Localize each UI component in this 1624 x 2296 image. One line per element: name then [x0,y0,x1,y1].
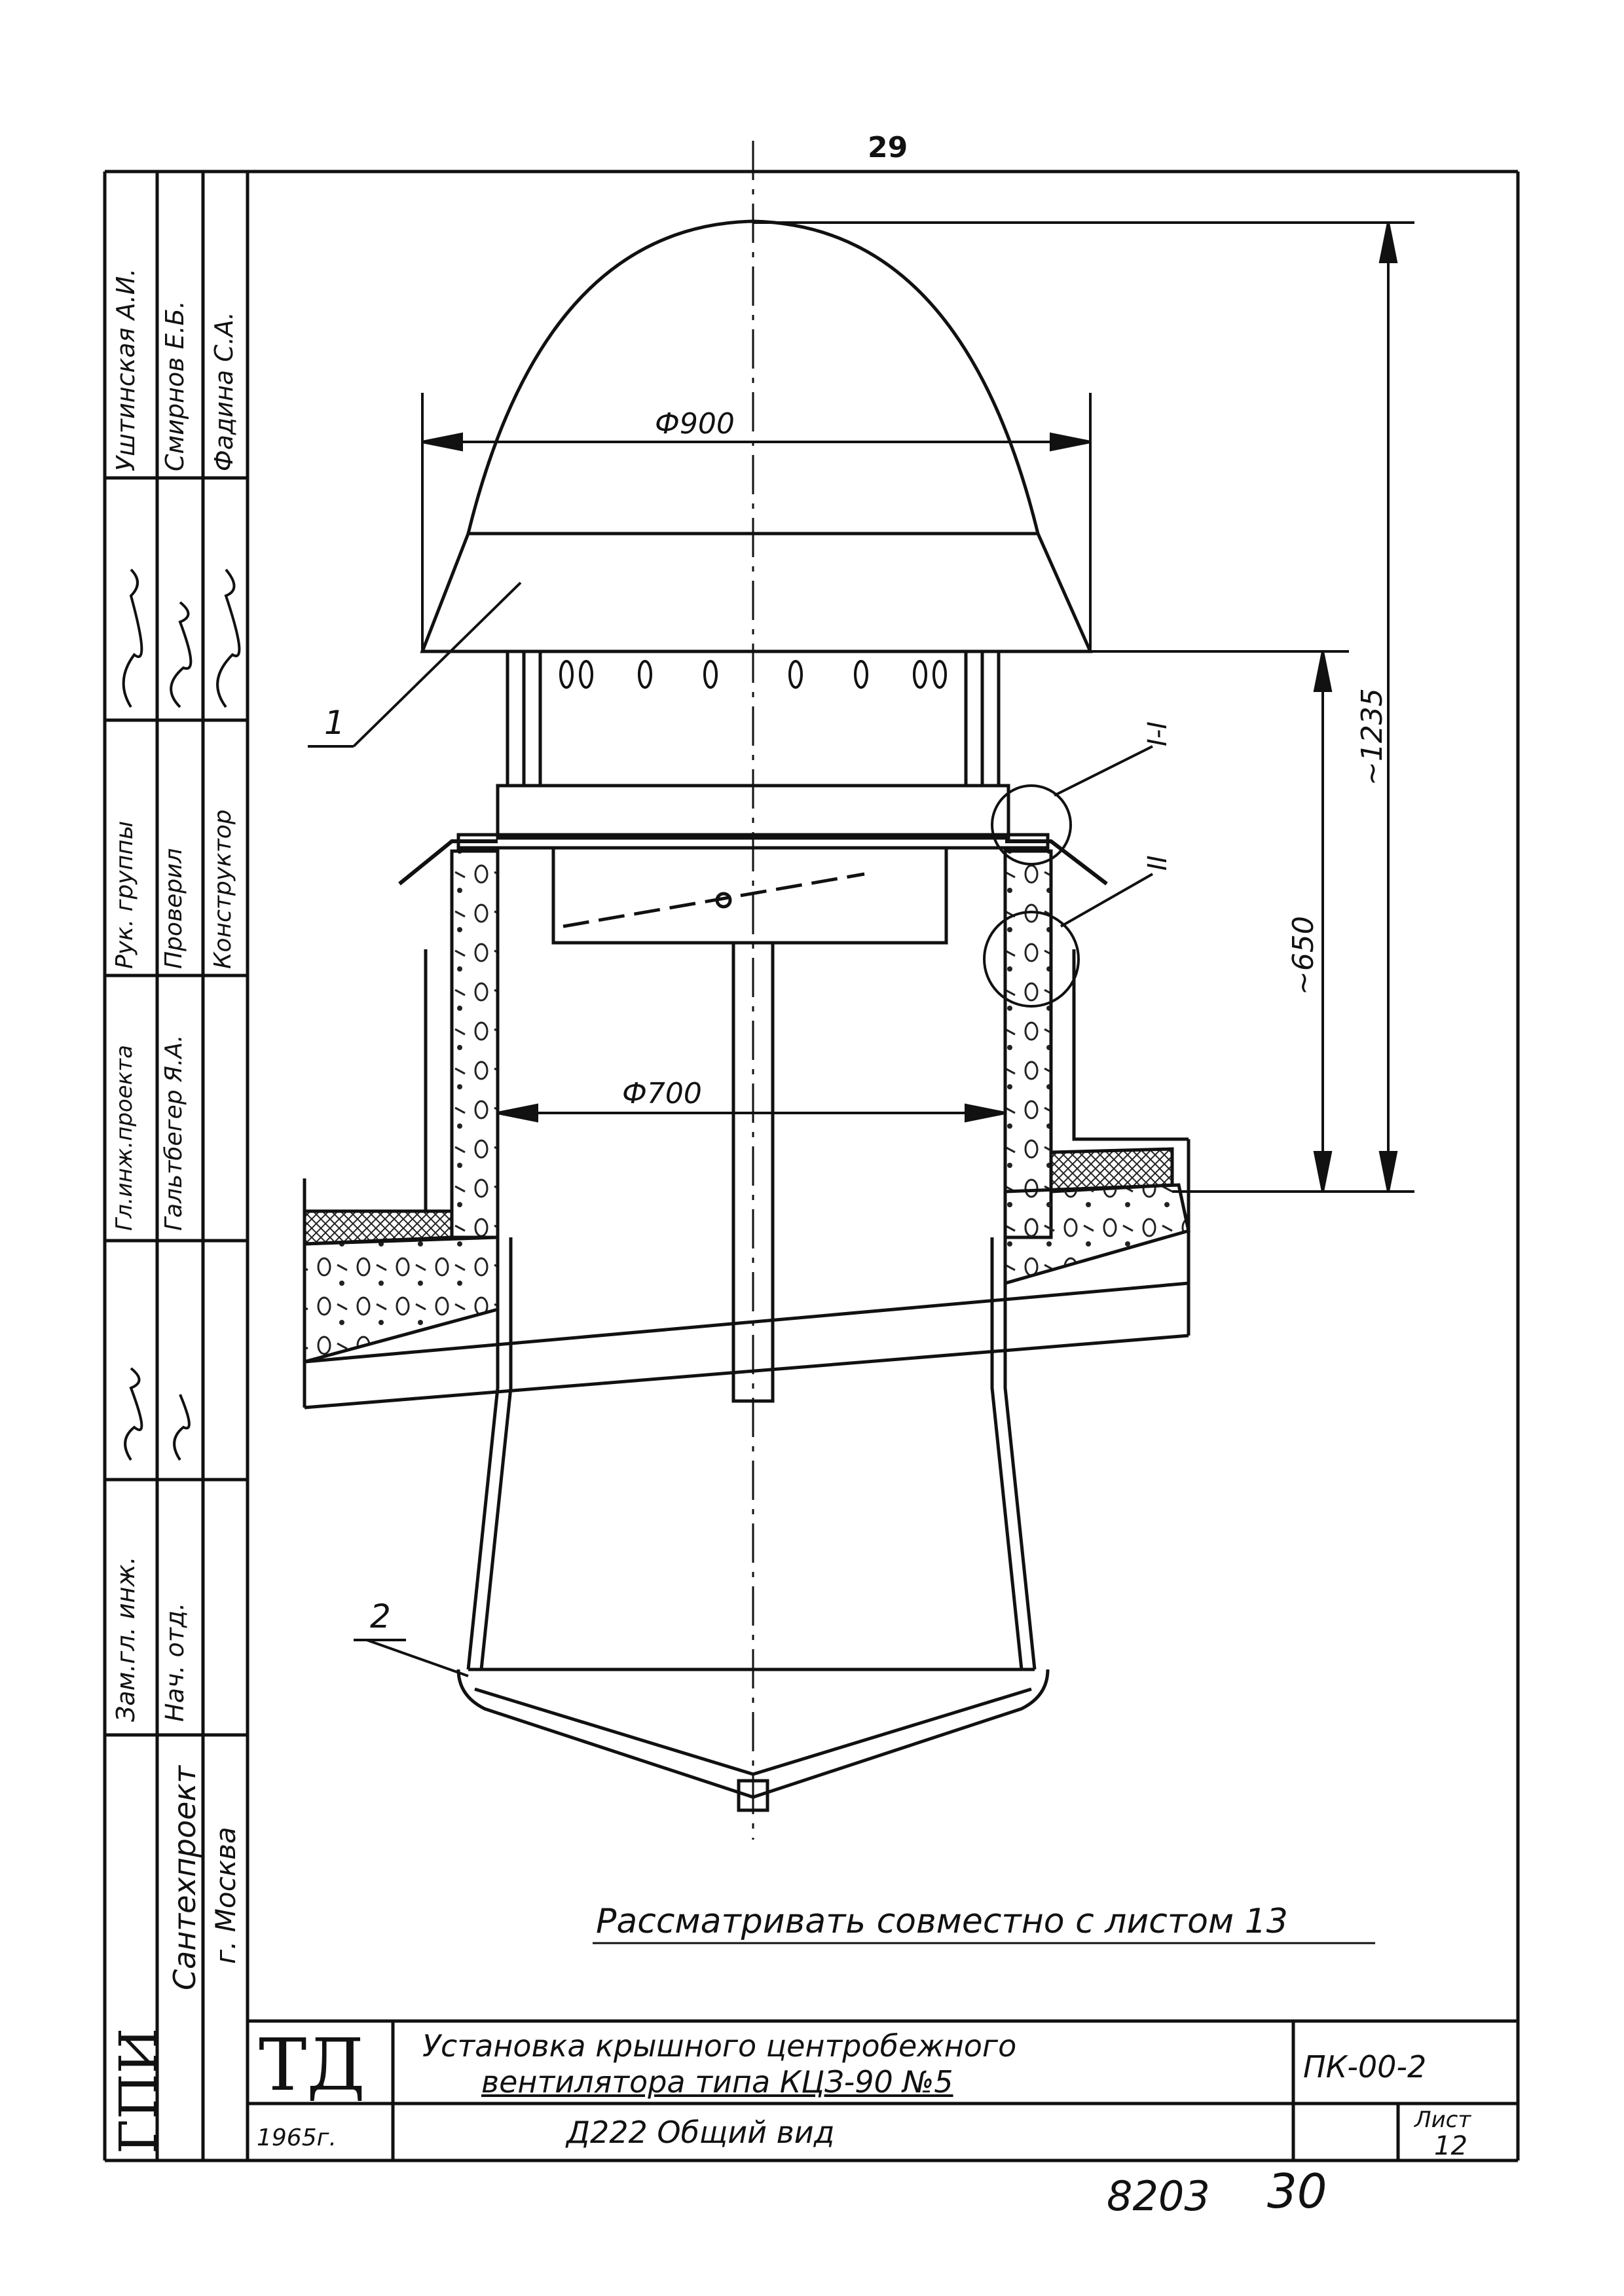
curb-wall-right [1003,849,1053,1239]
sheet-number: 12 [1434,2131,1467,2161]
detail-circle-2 [983,911,1080,1008]
title-code: ПК-00-2 [1303,2049,1427,2085]
callout-item-2: 2 [370,1597,391,1635]
leader-item-1 [352,581,522,748]
title-org-short: ТД [259,2023,365,2107]
drawing-note: Рассматривать совместно с листом 13 [596,1902,1288,1941]
leader-item-2 [366,1639,469,1677]
page-number: 29 [868,131,908,164]
flashing-right [1005,839,1108,886]
dimension-pipe-diameter: Ф700 [622,1077,702,1110]
callout-item-1: 1 [324,704,345,742]
title-line-2: вентилятора типа КЦЗ-90 №5 [481,2064,953,2100]
lower-duct [456,1237,1050,1812]
curb-wall-left [450,849,500,1239]
title-subtitle: Д222 Общий вид [566,2115,835,2150]
title-line-1: Установка крышного центробежного [422,2028,1017,2064]
roof-slab [303,949,1190,1410]
title-year: 1965г. [257,2124,337,2151]
dimension-lines [421,221,1414,1193]
detail-circle-1 [991,784,1072,866]
flashing-left [398,839,498,886]
stamp-number: 8203 [1107,2172,1210,2220]
sheet-label: Лист [1414,2107,1471,2133]
grill-bolts [559,660,947,689]
sheet-frame [103,170,1520,2162]
stamp-page: 30 [1267,2164,1327,2219]
dimension-hood-diameter: Ф900 [655,407,735,441]
